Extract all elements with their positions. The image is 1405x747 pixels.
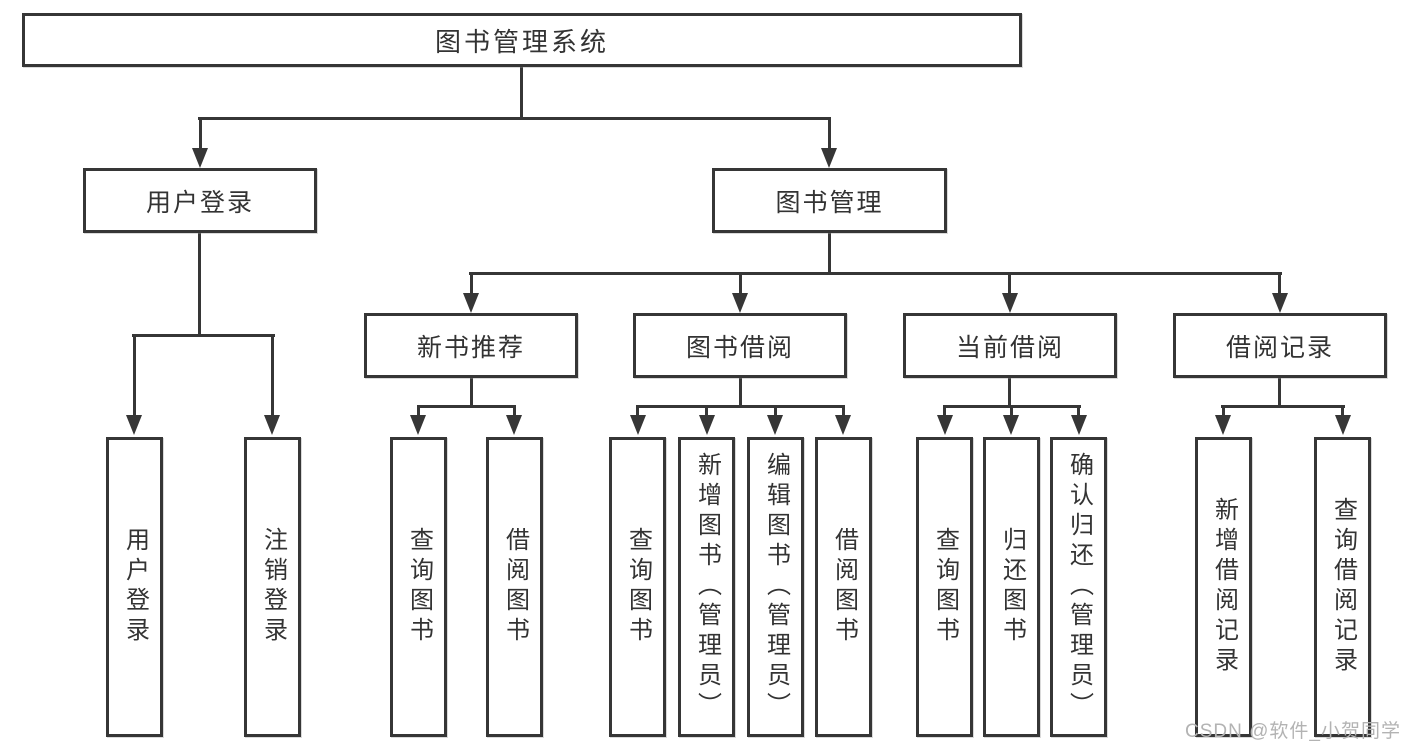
connector-line (636, 405, 639, 417)
node-label: 图书管理 (775, 188, 884, 217)
connector-line (739, 272, 742, 295)
arrowhead-down-icon (1002, 293, 1018, 313)
arrowhead-down-icon (821, 148, 837, 168)
connector-line (943, 405, 946, 417)
connector-line (132, 334, 275, 337)
node-recommend-borrow-books: 借阅图书 (486, 437, 543, 737)
node-label: 借阅图书 (501, 527, 529, 647)
arrowhead-down-icon (1003, 415, 1019, 435)
arrowhead-down-icon (630, 415, 646, 435)
node-label: 查询图书 (624, 527, 652, 647)
connector-line (199, 117, 202, 150)
connector-line (828, 233, 831, 275)
connector-line (520, 66, 523, 120)
connector-line (739, 378, 742, 408)
connector-line (470, 378, 473, 408)
node-add-borrow-record: 新增借阅记录 (1195, 437, 1252, 737)
connector-line (705, 405, 708, 417)
connector-line (470, 272, 473, 295)
connector-line (1008, 272, 1011, 295)
arrowhead-down-icon (264, 415, 280, 435)
node-label: 查询图书 (931, 527, 959, 647)
node-label: 确认归还（管理员） (1065, 452, 1093, 722)
arrowhead-down-icon (699, 415, 715, 435)
connector-line (417, 405, 516, 408)
node-label: 图书借阅 (685, 333, 794, 362)
node-library-management-system: 图书管理系统 (22, 13, 1022, 67)
connector-line (513, 405, 516, 417)
connector-line (1341, 405, 1344, 417)
connector-line (417, 405, 420, 417)
arrowhead-down-icon (732, 293, 748, 313)
node-user-login-action: 用户登录 (106, 437, 163, 737)
node-label: 借阅图书 (830, 527, 858, 647)
node-label: 当前借阅 (955, 333, 1064, 362)
connector-line (1008, 378, 1011, 408)
node-current-query-books: 查询图书 (916, 437, 973, 737)
node-label: 新书推荐 (416, 333, 525, 362)
connector-line (1278, 272, 1281, 295)
node-label: 用户登录 (121, 527, 149, 647)
node-label: 查询图书 (405, 527, 433, 647)
arrowhead-down-icon (1071, 415, 1087, 435)
node-label: 查询借阅记录 (1329, 497, 1357, 677)
node-label: 图书管理系统 (434, 26, 609, 57)
arrowhead-down-icon (1272, 293, 1288, 313)
arrowhead-down-icon (192, 148, 208, 168)
node-label: 借阅记录 (1225, 333, 1334, 362)
connector-line (1278, 378, 1281, 408)
node-borrowing-records: 借阅记录 (1173, 313, 1387, 378)
node-add-books-admin: 新增图书（管理员） (678, 437, 735, 737)
node-borrowing-borrow-books: 借阅图书 (815, 437, 872, 737)
connector-line (1222, 405, 1225, 417)
node-new-book-recommendation: 新书推荐 (364, 313, 578, 378)
connector-line (133, 334, 136, 417)
connector-line (828, 117, 831, 150)
node-return-books: 归还图书 (983, 437, 1040, 737)
node-user-login: 用户登录 (83, 168, 317, 233)
connector-line (469, 272, 1282, 275)
arrowhead-down-icon (1215, 415, 1231, 435)
arrowhead-down-icon (1335, 415, 1351, 435)
node-book-management: 图书管理 (712, 168, 947, 233)
node-recommend-query-books: 查询图书 (390, 437, 447, 737)
node-edit-books-admin: 编辑图书（管理员） (747, 437, 804, 737)
connector-line (842, 405, 845, 417)
connector-line (1077, 405, 1080, 417)
node-label: 编辑图书（管理员） (762, 452, 790, 722)
connector-line (198, 233, 201, 337)
node-label: 归还图书 (998, 527, 1026, 647)
node-book-borrowing: 图书借阅 (633, 313, 847, 378)
connector-line (271, 334, 274, 417)
node-logout-action: 注销登录 (244, 437, 301, 737)
arrowhead-down-icon (463, 293, 479, 313)
node-label: 用户登录 (145, 188, 254, 217)
connector-line (198, 117, 831, 120)
arrowhead-down-icon (126, 415, 142, 435)
csdn-watermark: CSDN @软件_小贺同学 (1185, 721, 1401, 742)
connector-line (1221, 405, 1345, 408)
node-label: 新增借阅记录 (1210, 497, 1238, 677)
node-current-borrowing: 当前借阅 (903, 313, 1117, 378)
arrowhead-down-icon (506, 415, 522, 435)
connector-line (636, 405, 845, 408)
node-label: 注销登录 (259, 527, 287, 647)
connector-line (774, 405, 777, 417)
arrowhead-down-icon (835, 415, 851, 435)
arrowhead-down-icon (410, 415, 426, 435)
connector-line (1010, 405, 1013, 417)
arrowhead-down-icon (767, 415, 783, 435)
arrowhead-down-icon (937, 415, 953, 435)
node-label: 新增图书（管理员） (693, 452, 721, 722)
node-borrowing-query-books: 查询图书 (609, 437, 666, 737)
node-query-borrow-record: 查询借阅记录 (1314, 437, 1371, 737)
node-confirm-return-admin: 确认归还（管理员） (1050, 437, 1107, 737)
